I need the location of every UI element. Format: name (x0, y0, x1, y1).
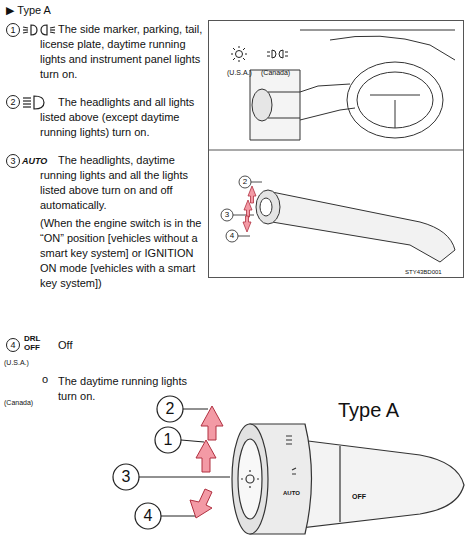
figure-title: Type A (338, 398, 399, 422)
dashboard-sketch (250, 30, 455, 140)
callout-number: 1 (156, 429, 180, 451)
section-heading: ▶ Type A (6, 3, 51, 18)
headlight-icon (23, 96, 44, 109)
callout-circle (113, 464, 139, 490)
description-text: Off (58, 338, 72, 353)
callout-number: 3 (114, 466, 138, 488)
description-text: The side marker, parking, tail, license … (40, 22, 206, 82)
callout-number: 2 (158, 398, 182, 420)
switch-marking: OFF (352, 492, 366, 501)
drl-icon: DRL (24, 334, 40, 343)
callout-number: 3 (221, 209, 233, 221)
frame-icons (231, 46, 288, 62)
callout-circle (7, 155, 20, 168)
description-text: The headlights and all lights listed abo… (40, 95, 206, 140)
light-switch-stalk (232, 424, 464, 534)
callout-circle (239, 176, 251, 188)
callout-number: 4 (136, 505, 160, 527)
callout-circle (221, 209, 233, 221)
drl-icon: OFF (24, 343, 40, 352)
description-text: The headlights, daytime running lights a… (40, 153, 206, 213)
callout-number: 3 (7, 155, 19, 167)
region-note: (Canada) (4, 398, 33, 407)
callout-circle (135, 503, 161, 529)
bullet: o (42, 372, 48, 387)
callout-circle (226, 230, 238, 242)
motion-arrows (190, 406, 223, 518)
callout-number: 2 (7, 96, 19, 108)
motion-arrows (243, 186, 256, 232)
callout-number: 4 (7, 339, 19, 351)
callout-circle (7, 339, 20, 352)
region-note: (U.S.A.) (4, 358, 29, 367)
switch-marking: AUTO (283, 489, 300, 497)
callout-number: 4 (226, 230, 238, 242)
description-text: The daytime running lights turn on. (58, 374, 208, 404)
callout-circle (7, 24, 20, 37)
auto-icon: AUTO (22, 155, 47, 167)
side-marker-icon (23, 25, 55, 35)
description-text: (When the engine switch is in the “ON” p… (40, 216, 206, 291)
callout-number: 1 (7, 24, 19, 36)
callout-circle (157, 396, 183, 422)
region-label: STY43BD001 (405, 265, 442, 280)
frame-divider (208, 150, 464, 151)
figure-frame: (U.S.A.) (Canada) STY43BD001 (208, 20, 464, 278)
callout-circle (7, 96, 20, 109)
leader-lines (233, 182, 262, 236)
stalk-sketch (256, 190, 455, 262)
region-label: (U.S.A.) (227, 65, 252, 80)
region-label: (Canada) (261, 65, 290, 80)
callout-circle (155, 427, 181, 453)
callout-number: 2 (239, 176, 251, 188)
